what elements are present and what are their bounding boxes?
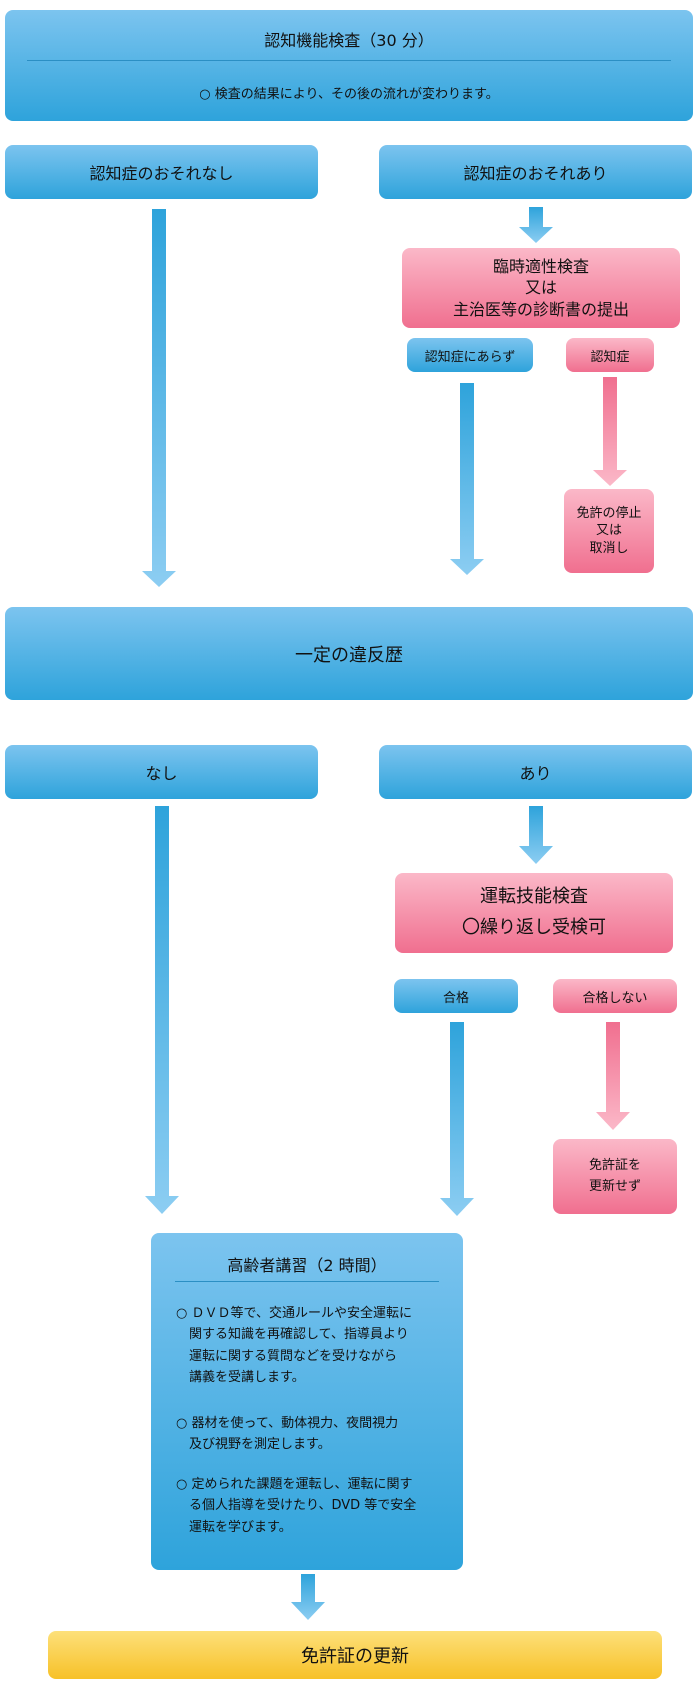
no-renewal-line-1: 免許証を <box>588 1157 641 1173</box>
lecture-item-3-line: ○ 定められた課題を運転し、運転に関す <box>176 1477 413 1492</box>
suspension-line-1: 免許の停止 <box>576 505 642 521</box>
special-exam-box: 臨時適性検査 又は 主治医等の診断書の提出 <box>402 248 680 328</box>
arrow-down-icon <box>142 209 176 587</box>
lecture-item-1: ○ ＤＶＤ等で、交通ルールや安全運転に 関する知識を再確認して、指導員より 運転… <box>176 1303 412 1389</box>
lecture-item-2: ○ 器材を使って、動体視力、夜間視力 及び視野を測定します。 <box>176 1413 398 1456</box>
driving-skill-test-box: 運転技能検査 〇繰り返し受検可 <box>395 873 673 953</box>
no-renewal-box: 免許証を 更新せず <box>553 1139 677 1214</box>
fail-box: 合格しない <box>553 979 677 1013</box>
violation-history-box: 一定の違反歴 <box>5 607 693 700</box>
arrow-down-icon <box>596 1022 630 1130</box>
dementia-box: 認知症 <box>566 338 654 372</box>
arrow-down-icon <box>450 383 484 575</box>
skill-test-line-2: 〇繰り返し受検可 <box>462 917 606 938</box>
not-dementia-box: 認知症にあらず <box>407 338 533 372</box>
skill-test-line-1: 運転技能検査 <box>480 886 588 908</box>
lecture-item-3-line: 運転を学びます。 <box>176 1519 292 1535</box>
lecture-divider <box>175 1281 439 1282</box>
lecture-item-1-line: ○ ＤＶＤ等で、交通ルールや安全運転に <box>176 1306 412 1321</box>
lecture-item-1-line: 講義を受講します。 <box>176 1370 305 1386</box>
lecture-item-1-line: 関する知識を再確認して、指導員より <box>176 1327 409 1343</box>
dementia-risk-box: 認知症のおそれあり <box>379 145 692 199</box>
violation-box: あり <box>379 745 692 799</box>
arrow-down-icon <box>519 806 553 864</box>
cognitive-test-title: 認知機能検査（30 分） <box>264 31 434 50</box>
license-suspension-box: 免許の停止 又は 取消し <box>564 489 654 573</box>
lecture-item-2-line: ○ 器材を使って、動体視力、夜間視力 <box>176 1416 399 1431</box>
lecture-item-2-line: 及び視野を測定します。 <box>176 1437 331 1453</box>
special-exam-line-3: 主治医等の診断書の提出 <box>452 299 629 319</box>
arrow-down-icon <box>440 1022 474 1216</box>
arrow-down-icon <box>291 1574 325 1620</box>
suspension-line-2: 又は <box>595 523 622 539</box>
lecture-item-3: ○ 定められた課題を運転し、運転に関す る個人指導を受けたり、DVD 等で安全 … <box>176 1474 416 1538</box>
no-dementia-risk-box: 認知症のおそれなし <box>5 145 318 199</box>
suspension-line-3: 取消し <box>589 540 629 556</box>
cognitive-test-divider <box>27 60 671 61</box>
lecture-title: 高齢者講習（2 時間） <box>227 1256 387 1275</box>
license-renewal-box: 免許証の更新 <box>48 1631 662 1679</box>
arrow-down-icon <box>593 377 627 486</box>
cognitive-test-note: ○ 検査の結果により、その後の流れが変わります。 <box>199 86 499 102</box>
arrow-down-icon <box>145 806 179 1214</box>
elderly-lecture-box: 高齢者講習（2 時間） ○ ＤＶＤ等で、交通ルールや安全運転に 関する知識を再確… <box>151 1233 463 1570</box>
arrow-down-icon <box>519 207 553 243</box>
special-exam-line-1: 臨時適性検査 <box>492 256 589 276</box>
special-exam-line-2: 又は <box>524 278 557 298</box>
lecture-item-3-line: る個人指導を受けたり、DVD 等で安全 <box>176 1498 417 1514</box>
no-renewal-line-2: 更新せず <box>588 1178 641 1194</box>
pass-box: 合格 <box>394 979 518 1013</box>
no-violation-box: なし <box>5 745 318 799</box>
lecture-item-1-line: 運転に関する質問などを受けながら <box>176 1348 398 1364</box>
cognitive-test-box: 認知機能検査（30 分） ○ 検査の結果により、その後の流れが変わります。 <box>5 10 693 121</box>
